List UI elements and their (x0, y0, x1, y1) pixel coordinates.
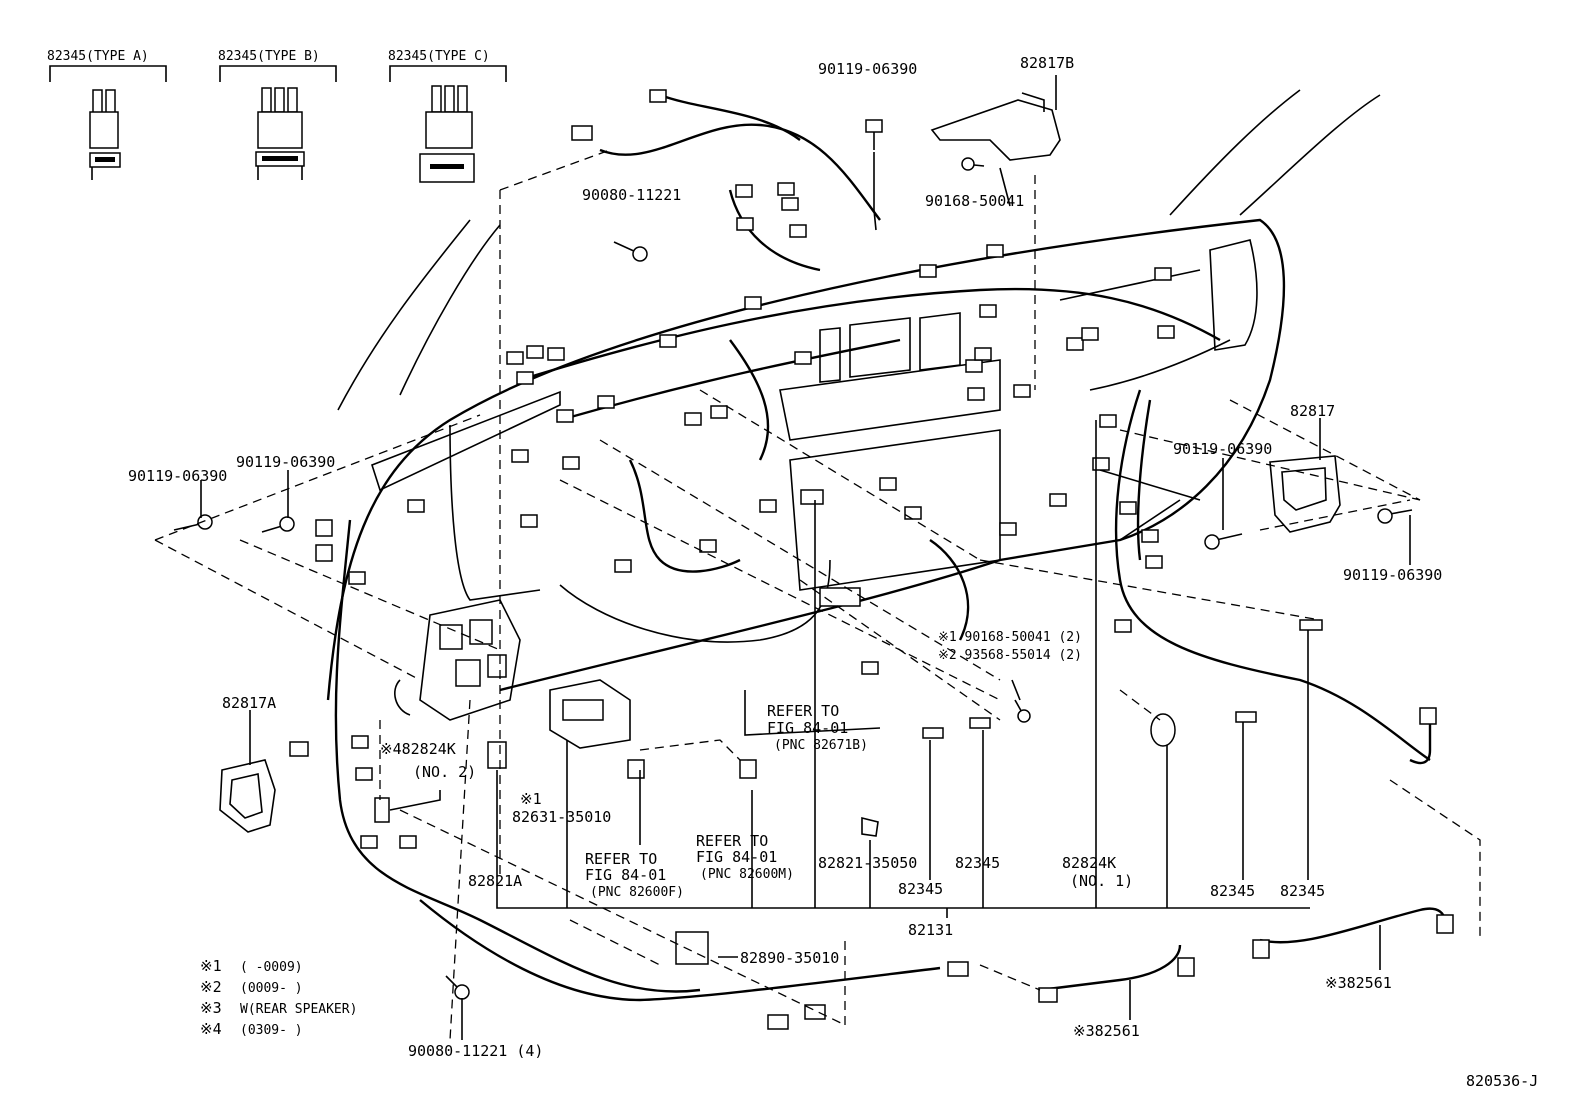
legend-3-text: W(REAR SPEAKER) (240, 1002, 357, 1017)
note-2: ※2 93568-55014 (2) (938, 648, 1082, 663)
part-82631-mark: ※1 (520, 790, 542, 808)
part-82561-b: ※382561 (1073, 1022, 1140, 1040)
refer-1-line3: (PNC 82671B) (774, 738, 868, 753)
part-90119-left1: 90119-06390 (128, 467, 227, 485)
part-90119-left2: 90119-06390 (236, 453, 335, 471)
brackets (219, 92, 1341, 965)
instrument-panel-outline (326, 89, 1381, 701)
legend-3-mark: ※3 (200, 999, 222, 1017)
bolt-icons (173, 119, 1413, 1000)
refer-2-line2: FIG 84-01 (585, 866, 666, 884)
part-82817A: 82817A (222, 694, 276, 712)
figure-ref-code: 820536-J (1466, 1072, 1538, 1090)
legend-2-text: (0009- ) (240, 981, 303, 996)
type-b-label: 82345(TYPE B) (218, 49, 320, 64)
part-82821A: 82821A (468, 872, 522, 890)
part-82824K-no2-sub: (NO. 2) (413, 763, 476, 781)
part-90080-bottom: 90080-11221 (4) (408, 1042, 543, 1060)
refer-1-line2: FIG 84-01 (767, 719, 848, 737)
legend-4-text: (0309- ) (240, 1023, 303, 1038)
refer-3-line3: (PNC 82600M) (700, 867, 794, 882)
part-82561-a: ※382561 (1325, 974, 1392, 992)
note-1: ※1 90168-50041 (2) (938, 630, 1082, 645)
type-c-label: 82345(TYPE C) (388, 49, 490, 64)
part-82824K-no1-sub: (NO. 1) (1070, 872, 1133, 890)
type-c-connector (389, 65, 507, 183)
part-90119-right2: 90119-06390 (1343, 566, 1442, 584)
guide-lines (154, 149, 1481, 1041)
refer-1-line1: REFER TO (767, 702, 839, 720)
part-82345-d: 82345 (1280, 882, 1325, 900)
part-82821: 82821-35050 (818, 854, 917, 872)
part-82345-a: 82345 (955, 854, 1000, 872)
part-90119-right1: 90119-06390 (1173, 440, 1272, 458)
legend-1-text: ( -0009) (240, 960, 303, 975)
part-labels: 82345(TYPE A) 82345(TYPE B) 82345(TYPE C… (47, 49, 1538, 1090)
part-82131: 82131 (908, 921, 953, 939)
junction-block (394, 599, 521, 721)
part-82890: 82890-35010 (740, 949, 839, 967)
legend-2-mark: ※2 (200, 978, 222, 996)
part-82631: 82631-35010 (512, 808, 611, 826)
type-a-label: 82345(TYPE A) (47, 49, 149, 64)
refer-3-line1: REFER TO (696, 832, 768, 850)
refer-2-line3: (PNC 82600F) (590, 885, 684, 900)
harness-wires (334, 93, 1447, 1002)
refer-3-line2: FIG 84-01 (696, 848, 777, 866)
part-82817B: 82817B (1020, 54, 1074, 72)
part-90168: 90168-50041 (925, 192, 1024, 210)
legend-4-mark: ※4 (200, 1020, 222, 1038)
type-a-connector (49, 65, 167, 180)
leader-lines (200, 75, 1411, 1040)
refer-2-line1: REFER TO (585, 850, 657, 868)
part-90119-top: 90119-06390 (818, 60, 917, 78)
part-82817: 82817 (1290, 402, 1335, 420)
part-82345-c: 82345 (1210, 882, 1255, 900)
part-90080-top: 90080-11221 (582, 186, 681, 204)
part-82345-b: 82345 (898, 880, 943, 898)
harness-connectors (289, 89, 1454, 1030)
legend-1-mark: ※1 (200, 957, 222, 975)
part-82824K-no2: ※482824K (380, 740, 456, 758)
type-b-connector (219, 65, 337, 180)
part-82824K-no1: 82824K (1062, 854, 1116, 872)
